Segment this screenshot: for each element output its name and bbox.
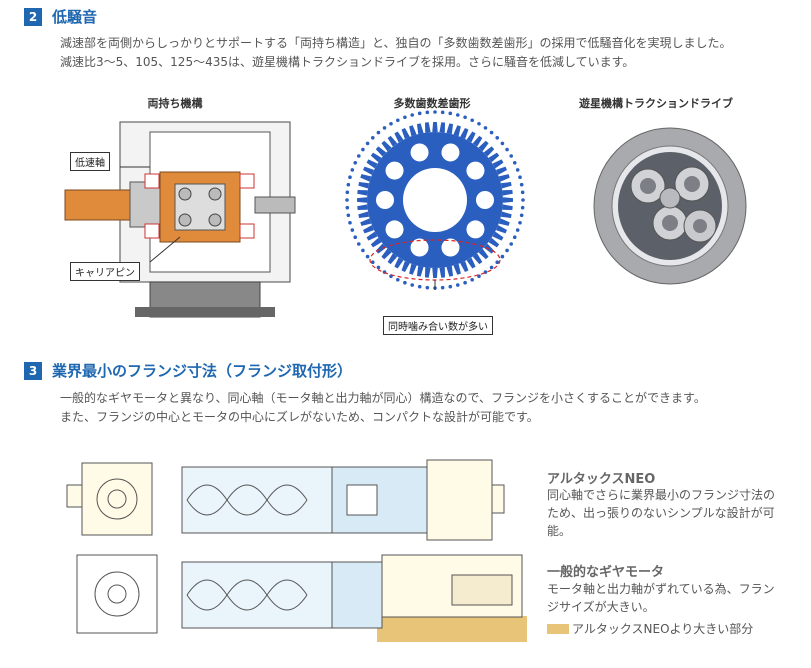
section2-desc-line2: 減速比3〜5、105、125〜435は、遊星機構トラクションドライブを採用。さら…: [60, 55, 635, 69]
general-gearmotor-drawing: [76, 554, 527, 642]
section3-heading: 3 業界最小のフランジ寸法（フランジ取付形）: [24, 360, 352, 381]
planetary-traction-drive-figure: [593, 127, 747, 285]
double-support-mechanism-figure: [64, 121, 296, 318]
legend-swatch: [547, 623, 569, 634]
low-speed-shaft-callout: 低速軸: [70, 152, 110, 171]
fig3-label: 遊星機構トラクションドライブ: [579, 97, 733, 110]
fig1-label: 両持ち機構: [147, 97, 203, 110]
neo-title: アルタックスNEO: [547, 472, 656, 487]
general-gearmotor-text: モータ軸と出力軸がずれている為、フランジサイズが大きい。: [547, 582, 775, 614]
section3-number-badge: 3: [24, 361, 42, 380]
section3-desc-line2: また、フランジの中心とモータの中心にズレがないため、コンパクトな設計が可能です。: [60, 410, 539, 424]
section2-title: 低騒音: [52, 8, 98, 26]
simultaneous-mesh-callout: 同時噛み合い数が多い: [383, 316, 493, 335]
altax-neo-drawing: [66, 459, 505, 541]
section3-title: 業界最小のフランジ寸法（フランジ取付形）: [52, 362, 353, 380]
section2-description: 減速部を両側からしっかりとサポートする「両持ち構造」と、独自の「多数歯数差歯形」…: [60, 34, 732, 72]
neo-text: 同心軸でさらに業界最小のフランジ寸法のため、出っ張りのないシンプルな設計が可能。: [547, 488, 776, 538]
section2-number-badge: 2: [24, 7, 42, 26]
section3-desc-line1: 一般的なギヤモータと異なり、同心軸（モータ軸と出力軸が同心）構造なので、フランジ…: [60, 391, 706, 405]
section2-heading: 2 低騒音: [24, 6, 97, 27]
section2-desc-line1: 減速部を両側からしっかりとサポートする「両持ち構造」と、独自の「多数歯数差歯形」…: [60, 36, 732, 50]
section3-description: 一般的なギヤモータと異なり、同心軸（モータ軸と出力軸が同心）構造なので、フランジ…: [60, 389, 706, 427]
multi-tooth-gear-figure: [345, 110, 525, 290]
legend-label: アルタックスNEOより大きい部分: [572, 622, 754, 636]
fig2-label: 多数歯数差歯形: [393, 97, 471, 110]
legend: アルタックスNEOより大きい部分: [547, 620, 753, 637]
general-gearmotor-title: 一般的なギヤモータ: [547, 565, 665, 580]
carrier-pin-callout: キャリアピン: [70, 262, 140, 281]
